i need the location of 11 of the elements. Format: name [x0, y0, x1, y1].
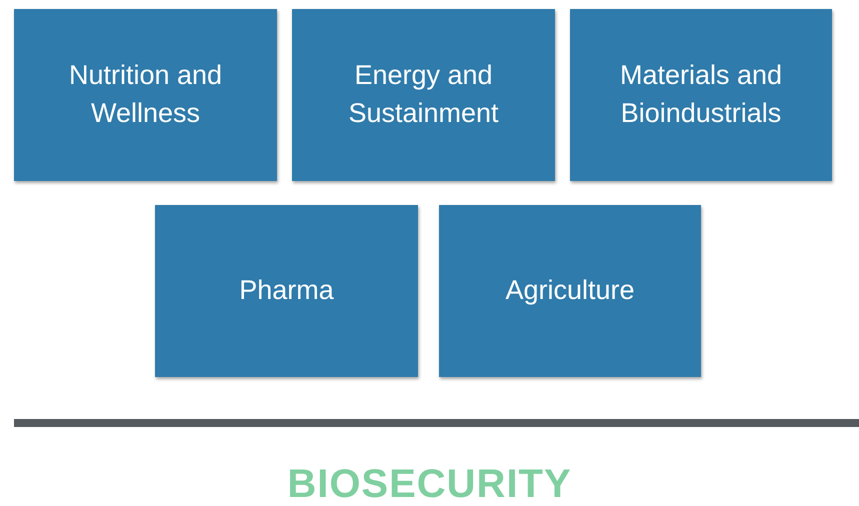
- category-box: [292, 9, 555, 181]
- category-box: [439, 205, 701, 377]
- box-label: Materials and Bioindustrials: [618, 59, 784, 130]
- foundation-title: BIOSECURITY: [286, 462, 573, 506]
- box-label: Energy and Sustainment: [347, 59, 500, 130]
- category-box: [570, 9, 832, 181]
- box-label: Nutrition and Wellness: [68, 59, 224, 130]
- category-box: [155, 205, 418, 377]
- box-label: Agriculture: [504, 274, 636, 308]
- category-box: [14, 9, 277, 181]
- box-label: Pharma: [238, 274, 335, 308]
